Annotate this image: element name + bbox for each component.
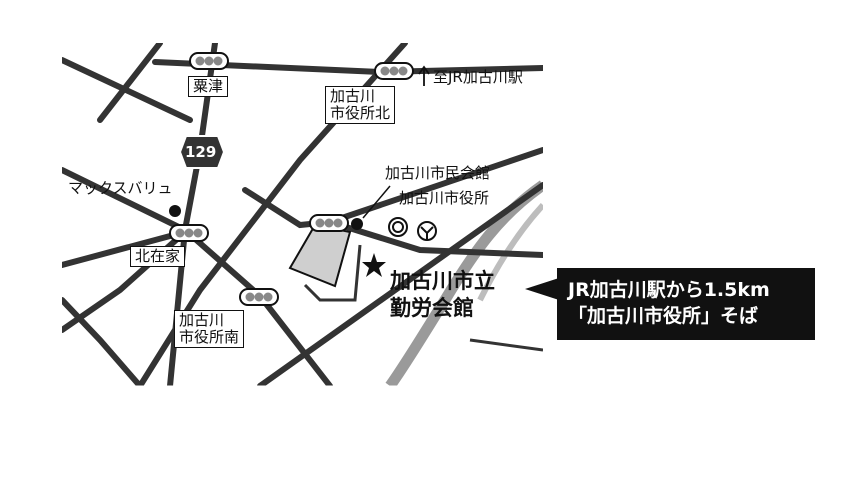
callout-box: JR加古川駅から1.5km 「加古川市役所」そば [557, 268, 815, 340]
route-number: 129 [185, 143, 217, 161]
road-west [62, 229, 188, 268]
traffic-signal-awazu [189, 52, 229, 70]
road-venue [303, 244, 362, 302]
venue-star-icon [362, 253, 386, 277]
label-civic-hall: 加古川市民会館 [385, 164, 491, 182]
label-city-office: 加古川市役所 [399, 189, 490, 207]
road-northeast [327, 147, 543, 225]
city-office-icon [388, 217, 408, 237]
venue-name-line2: 勤労会館 [390, 296, 474, 320]
label-maxvalu: マックスバリュ [68, 179, 173, 197]
label-city-office-south: 加古川 市役所南 [174, 310, 245, 348]
road-bottom-left [62, 297, 143, 386]
maxvalu-marker [169, 205, 181, 217]
road-main [62, 167, 333, 386]
road-civic [327, 219, 543, 258]
road-left-up [97, 43, 163, 123]
label-awazu: 粟津 [188, 76, 229, 97]
label-to-station: 至JR加古川駅 [433, 68, 523, 86]
traffic-signal-north [374, 62, 414, 80]
route-shield [178, 135, 226, 169]
civic-hall-leader [362, 185, 391, 219]
river [385, 180, 543, 386]
callout-line2: 「加古川市役所」そば [568, 305, 759, 327]
post-office-icon [417, 221, 437, 241]
venue-area [288, 223, 352, 288]
callout-line1: JR加古川駅から1.5km [568, 279, 770, 301]
traffic-signal-civic [309, 214, 349, 232]
road-southeast [257, 182, 543, 386]
callout-pointer [525, 278, 559, 300]
label-city-office-north: 加古川 市役所北 [325, 86, 396, 124]
arrow-up-icon [418, 65, 430, 86]
traffic-signal-south [239, 288, 279, 306]
road-east-small [469, 338, 543, 352]
traffic-signal-kitazaike [169, 224, 209, 242]
civic-hall-marker [351, 218, 363, 230]
label-kitazaike: 北在家 [130, 246, 186, 267]
river-branch [477, 202, 543, 302]
venue-name-line1: 加古川市立 [390, 269, 495, 293]
